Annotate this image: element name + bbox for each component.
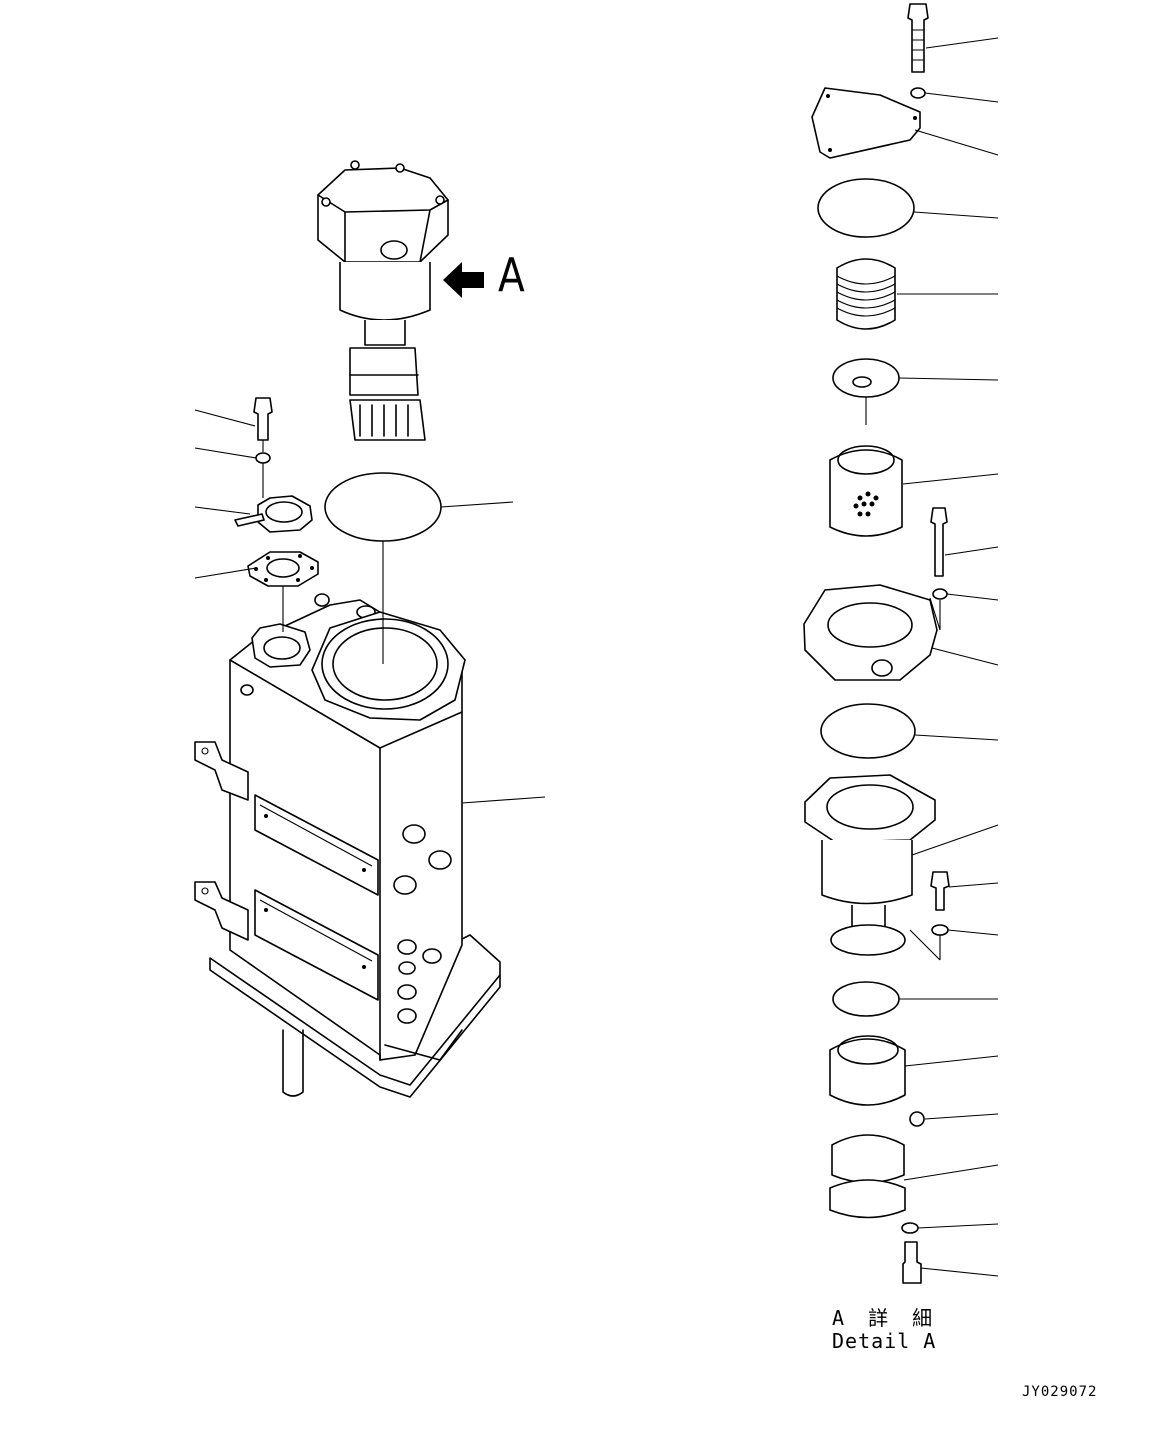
detail-label-japanese: A 詳 細: [832, 1306, 939, 1330]
filter-head-assembly: [317, 160, 484, 441]
drawing-id: JY029072: [1022, 1384, 1098, 1400]
view-a-arrow: [443, 262, 484, 298]
side-fittings: [393, 824, 452, 1024]
detail-label-english: Detail A: [832, 1329, 937, 1353]
detail-a-parts: [803, 3, 950, 1284]
leader-lines-right: [897, 37, 999, 1277]
alignment-lines: [262, 440, 384, 664]
view-a-label: A: [498, 248, 525, 302]
leader-lines-left: [194, 409, 546, 804]
tank-body: [194, 593, 501, 1098]
